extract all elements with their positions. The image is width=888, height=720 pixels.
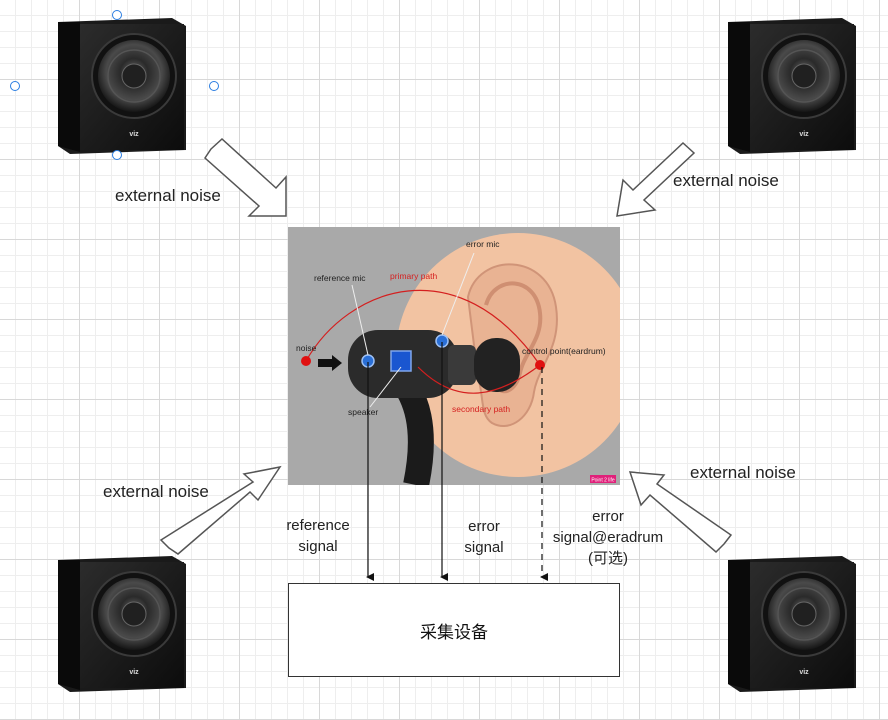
anc-ear-diagram[interactable]: noise reference mic primary path error m… — [288, 227, 620, 485]
arrow-bottom-left — [159, 465, 282, 555]
reference-mic-leader — [351, 284, 369, 356]
acquisition-device-label: 采集设备 — [420, 622, 488, 642]
external-noise-label-bottom-right: external noise — [690, 463, 796, 482]
acquisition-device-box[interactable]: 采集设备 — [288, 583, 620, 677]
reference-signal-line1: reference — [286, 517, 350, 534]
watermark-badge-text: Point 2 life — [591, 478, 615, 484]
resize-handle-top[interactable] — [112, 10, 122, 20]
speaker-square — [390, 350, 412, 372]
control-point-text: control point(eardrum) — [522, 346, 606, 356]
earbud-tip — [474, 338, 520, 392]
speaker-text: speaker — [348, 407, 378, 417]
arrow-top-right — [616, 141, 696, 217]
eardrum-signal-line2: signal@eradrum — [552, 529, 664, 546]
speaker-leader — [369, 366, 402, 408]
arrow-bottom-right — [628, 471, 733, 554]
secondary-path-curve — [417, 364, 541, 394]
earbud-stem — [448, 345, 476, 385]
reference-signal-label: reference signal — [276, 515, 360, 557]
external-noise-label-top-left: external noise — [115, 186, 221, 205]
error-signal-label: error signal — [448, 516, 520, 558]
error-mic-leader — [441, 252, 475, 336]
ear-fold — [484, 281, 543, 394]
eardrum-signal-label: error signal@eradrum (可选) — [543, 506, 673, 569]
primary-path-text: primary path — [390, 271, 438, 281]
resize-handle-bottom[interactable] — [112, 150, 122, 160]
noise-source-dot — [301, 356, 311, 366]
reference-signal-line2: signal — [298, 538, 338, 555]
eardrum-signal-line1: error — [592, 508, 624, 525]
external-noise-label-bottom-left: external noise — [103, 482, 209, 501]
reference-mic-text: reference mic — [314, 273, 366, 283]
resize-handle-left[interactable] — [10, 81, 20, 91]
error-signal-line1: error — [468, 518, 500, 535]
noise-arrow-icon — [318, 355, 342, 371]
error-mic-text: error mic — [466, 239, 500, 249]
error-signal-line2: signal — [464, 539, 504, 556]
eardrum-signal-line3: (可选) — [588, 550, 628, 567]
resize-handle-right[interactable] — [209, 81, 219, 91]
noise-text: noise — [296, 343, 317, 353]
watermark-badge — [590, 475, 616, 483]
arrow-top-left — [204, 137, 287, 217]
external-noise-label-top-right: external noise — [673, 171, 779, 190]
primary-path-curve — [305, 289, 541, 366]
secondary-path-text: secondary path — [452, 404, 510, 414]
